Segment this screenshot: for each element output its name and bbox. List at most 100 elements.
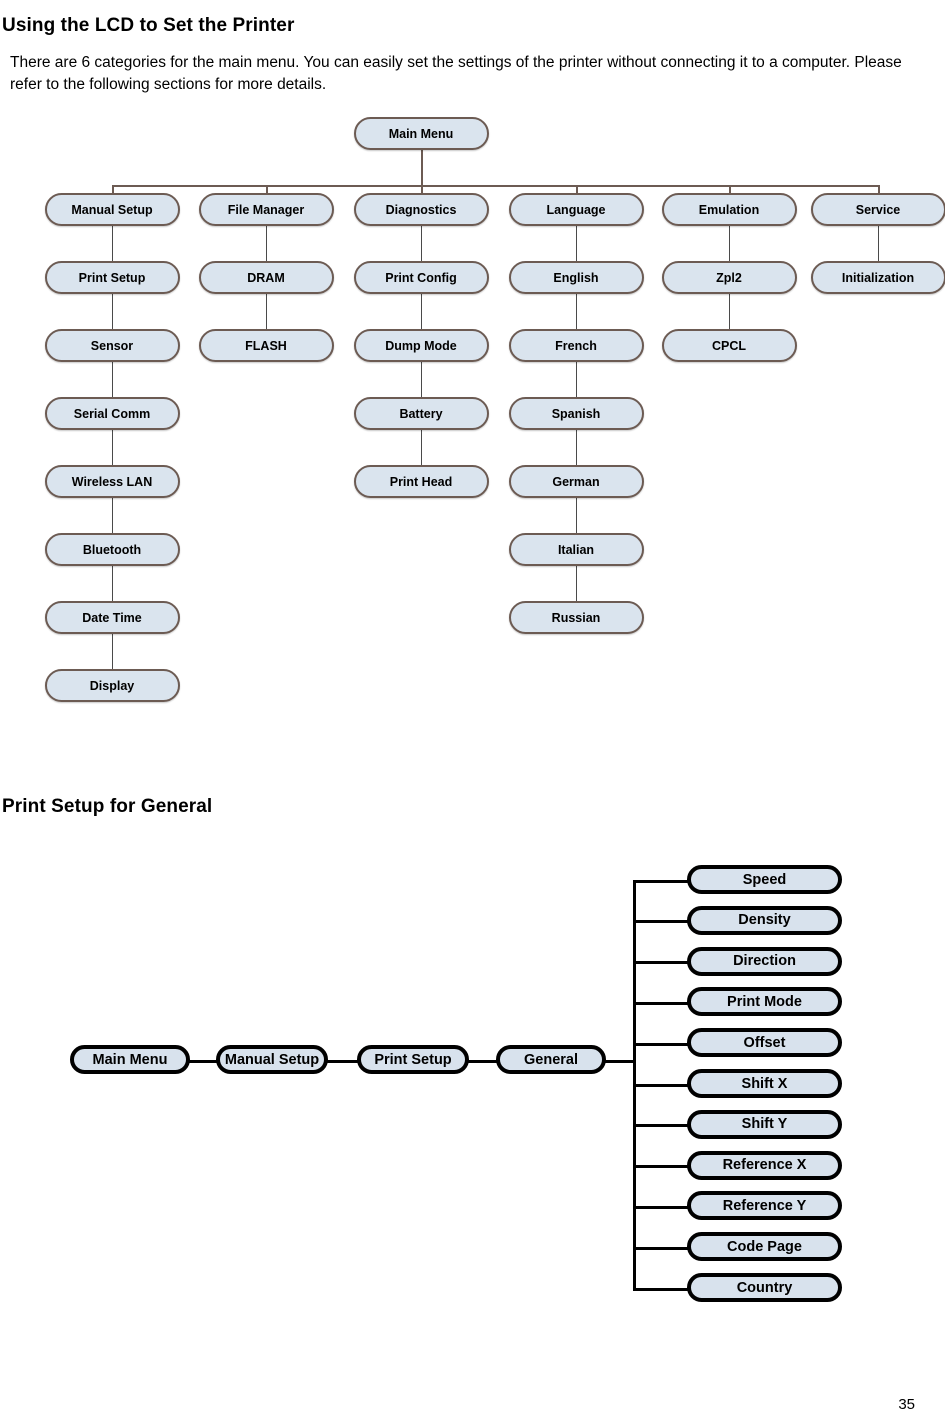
connector-diagnostics-battery bbox=[421, 362, 422, 397]
connector-language-german bbox=[576, 430, 577, 465]
node-label: Main Menu bbox=[388, 126, 454, 141]
connector-breadcrumb-2 bbox=[325, 1059, 360, 1063]
node-language[interactable]: Language bbox=[508, 193, 644, 226]
node-print-setup[interactable]: Print Setup bbox=[44, 261, 180, 294]
node-label: Language bbox=[546, 202, 606, 217]
node-label: Italian bbox=[557, 542, 595, 557]
connector-manual-setup-serial-comm bbox=[112, 362, 113, 397]
node-print-mode[interactable]: Print Mode bbox=[687, 987, 842, 1017]
node-label: Print Setup bbox=[374, 1051, 452, 1068]
connector-diagnostics-dump-mode bbox=[421, 294, 422, 329]
node-density[interactable]: Density bbox=[687, 905, 842, 935]
node-german[interactable]: German bbox=[508, 465, 644, 498]
node-label: DRAM bbox=[247, 270, 285, 285]
node-english[interactable]: English bbox=[508, 261, 644, 294]
node-main-menu[interactable]: Main Menu bbox=[70, 1045, 190, 1074]
connector-language-russian bbox=[576, 566, 577, 601]
node-print-head[interactable]: Print Head bbox=[353, 465, 489, 498]
connector-breadcrumb-1 bbox=[187, 1059, 219, 1063]
node-label: Battery bbox=[399, 406, 443, 421]
node-diagnostics[interactable]: Diagnostics bbox=[353, 193, 489, 226]
connector-emulation-zpl2 bbox=[729, 226, 730, 261]
node-reference-x[interactable]: Reference X bbox=[687, 1150, 842, 1180]
node-label: Manual Setup bbox=[224, 1051, 320, 1068]
node-label: File Manager bbox=[227, 202, 305, 217]
node-dram[interactable]: DRAM bbox=[198, 261, 334, 294]
connector-manual-setup-wireless-lan bbox=[112, 430, 113, 465]
connector-bus-to-diagnostics bbox=[421, 185, 423, 193]
node-label: Reference Y bbox=[722, 1197, 807, 1214]
connector-diagnostics-print-head bbox=[421, 430, 422, 465]
node-date-time[interactable]: Date Time bbox=[44, 601, 180, 634]
connector-bus-to-file-manager bbox=[266, 185, 268, 193]
node-label: General bbox=[524, 1051, 578, 1068]
node-manual-setup[interactable]: Manual Setup bbox=[216, 1045, 328, 1074]
node-label: Sensor bbox=[90, 338, 134, 353]
node-wireless-lan[interactable]: Wireless LAN bbox=[44, 465, 180, 498]
node-bluetooth[interactable]: Bluetooth bbox=[44, 533, 180, 566]
node-code-page[interactable]: Code Page bbox=[687, 1232, 842, 1262]
connector-language-italian bbox=[576, 498, 577, 533]
section-title-print-setup-general: Print Setup for General bbox=[2, 795, 213, 817]
node-label: Density bbox=[738, 912, 791, 929]
connector-manual-setup-print-setup bbox=[112, 226, 113, 261]
node-main-menu[interactable]: Main Menu bbox=[353, 117, 489, 150]
node-cpcl[interactable]: CPCL bbox=[661, 329, 797, 362]
node-display[interactable]: Display bbox=[44, 669, 180, 702]
node-emulation[interactable]: Emulation bbox=[661, 193, 797, 226]
node-general[interactable]: General bbox=[496, 1045, 606, 1074]
node-label: Diagnostics bbox=[385, 202, 457, 217]
node-shift-x[interactable]: Shift X bbox=[687, 1069, 842, 1098]
node-serial-comm[interactable]: Serial Comm bbox=[44, 397, 180, 430]
connector-trunk-to-reference-x bbox=[633, 1165, 690, 1169]
node-service[interactable]: Service bbox=[810, 193, 945, 226]
node-label: Dump Mode bbox=[385, 338, 457, 353]
node-speed[interactable]: Speed bbox=[687, 865, 842, 894]
connector-trunk-to-code-page bbox=[633, 1246, 690, 1250]
node-label: Shift X bbox=[741, 1075, 788, 1092]
node-italian[interactable]: Italian bbox=[508, 533, 644, 566]
node-print-setup[interactable]: Print Setup bbox=[357, 1045, 469, 1074]
connector-bus-to-manual-setup bbox=[112, 185, 114, 193]
connector-language-spanish bbox=[576, 362, 577, 397]
node-print-config[interactable]: Print Config bbox=[353, 261, 489, 294]
node-spanish[interactable]: Spanish bbox=[508, 397, 644, 430]
node-offset[interactable]: Offset bbox=[687, 1028, 842, 1058]
node-label: Print Setup bbox=[78, 270, 146, 285]
page-title-lcd-setup: Using the LCD to Set the Printer bbox=[2, 14, 295, 36]
node-flash[interactable]: FLASH bbox=[198, 329, 334, 362]
connector-manual-setup-bluetooth bbox=[112, 498, 113, 533]
node-label: Code Page bbox=[727, 1238, 802, 1255]
connector-manual-setup-date-time bbox=[112, 566, 113, 601]
node-dump-mode[interactable]: Dump Mode bbox=[353, 329, 489, 362]
node-label: Date Time bbox=[82, 610, 142, 625]
node-label: Bluetooth bbox=[82, 542, 142, 557]
connector-bus-to-service bbox=[878, 185, 880, 193]
node-label: Initialization bbox=[841, 270, 915, 285]
connector-trunk-to-reference-y bbox=[633, 1205, 690, 1209]
page-number: 35 bbox=[898, 1396, 915, 1413]
connector-horizontal-bus bbox=[112, 185, 878, 187]
node-zpl2[interactable]: Zpl2 bbox=[661, 261, 797, 294]
node-sensor[interactable]: Sensor bbox=[44, 329, 180, 362]
node-french[interactable]: French bbox=[508, 329, 644, 362]
node-label: CPCL bbox=[711, 338, 747, 353]
node-direction[interactable]: Direction bbox=[687, 946, 842, 976]
node-label: Print Mode bbox=[727, 993, 802, 1010]
node-russian[interactable]: Russian bbox=[508, 601, 644, 634]
node-initialization[interactable]: Initialization bbox=[810, 261, 945, 294]
node-manual-setup[interactable]: Manual Setup bbox=[44, 193, 180, 226]
node-label: Zpl2 bbox=[716, 270, 742, 285]
node-label: Print Config bbox=[385, 270, 457, 285]
node-country[interactable]: Country bbox=[687, 1273, 842, 1302]
node-label: Display bbox=[89, 678, 135, 693]
node-label: Wireless LAN bbox=[71, 474, 153, 489]
node-label: Russian bbox=[551, 610, 601, 625]
node-reference-y[interactable]: Reference Y bbox=[687, 1191, 842, 1221]
node-battery[interactable]: Battery bbox=[353, 397, 489, 430]
connector-general-to-trunk bbox=[603, 1059, 633, 1063]
connector-trunk-to-density bbox=[633, 920, 690, 924]
node-file-manager[interactable]: File Manager bbox=[198, 193, 334, 226]
node-shift-y[interactable]: Shift Y bbox=[687, 1109, 842, 1139]
